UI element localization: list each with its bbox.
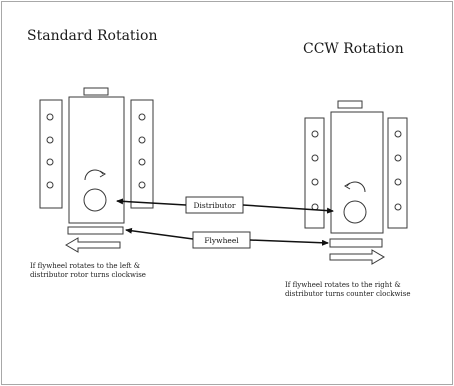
standard-rotation-title: Standard Rotation <box>27 28 157 44</box>
counterclockwise-arrowhead-icon <box>344 182 351 190</box>
left-bank-bolt <box>311 154 319 162</box>
left-engine-left-bank <box>39 99 63 209</box>
left-bank-bolt <box>46 158 54 166</box>
right-bank-bolt <box>394 130 402 138</box>
right-bank-bolt <box>138 181 146 189</box>
flywheel-right-arrow <box>249 239 329 246</box>
left-distributor <box>83 188 107 212</box>
right-engine-right-bank <box>387 117 408 229</box>
clockwise-arrowhead-icon <box>99 170 106 178</box>
left-bank-bolt <box>46 181 54 189</box>
left-engine-right-bank <box>130 99 154 209</box>
left-flywheel <box>67 226 124 235</box>
flywheel-label: Flywheel <box>204 236 239 245</box>
right-caption-line2: distributor turns counter clockwise <box>285 290 410 298</box>
left-engine <box>39 87 154 253</box>
left-rotation-arrow-icon <box>65 237 121 253</box>
right-rotation-arrow-icon <box>329 249 385 265</box>
right-bank-bolt <box>138 136 146 144</box>
right-bank-bolt <box>394 203 402 211</box>
distributor-right-arrow <box>242 204 334 214</box>
right-distributor <box>343 200 367 224</box>
flywheel-left-arrow <box>125 227 194 240</box>
right-flywheel <box>329 238 383 248</box>
right-bank-bolt <box>394 178 402 186</box>
right-engine <box>304 100 408 265</box>
left-bank-bolt <box>311 178 319 186</box>
left-engine-top-cap <box>83 87 109 96</box>
left-caption-line2: distributor rotor turns clockwise <box>30 271 146 279</box>
distributor-label: Distributor <box>193 201 235 210</box>
left-caption-line1: If flywheel rotates to the left & <box>30 262 140 270</box>
right-bank-bolt <box>138 113 146 121</box>
right-engine-left-bank <box>304 117 325 229</box>
right-engine-top-cap <box>337 100 363 109</box>
left-bank-bolt <box>311 130 319 138</box>
right-caption-line1: If flywheel rotates to the right & <box>285 281 401 289</box>
distributor-left-arrow <box>116 198 187 206</box>
ccw-rotation-title: CCW Rotation <box>303 41 404 57</box>
right-bank-bolt <box>394 154 402 162</box>
right-bank-bolt <box>138 158 146 166</box>
left-bank-bolt <box>46 113 54 121</box>
left-bank-bolt <box>46 136 54 144</box>
